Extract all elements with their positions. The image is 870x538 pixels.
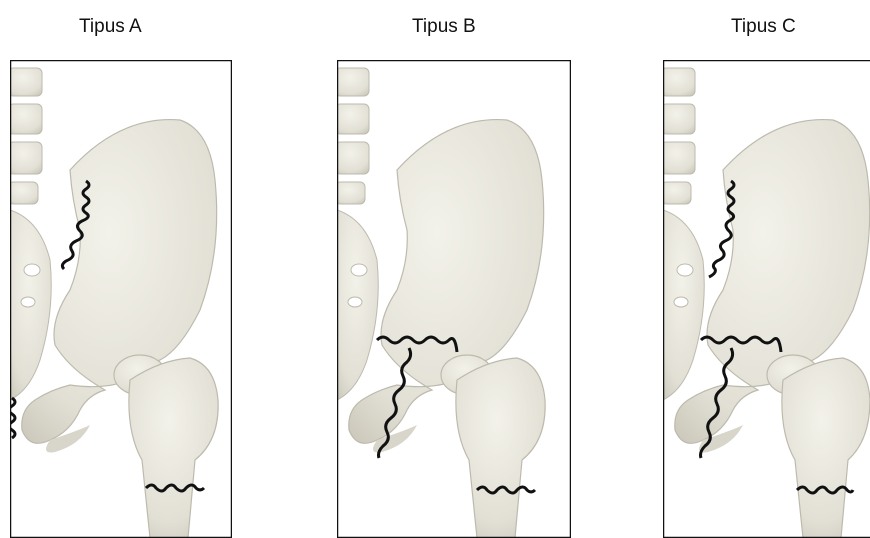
panel-tipus-b — [337, 60, 571, 538]
label-tipus-c: Tipus C — [731, 16, 796, 38]
label-tipus-a: Tipus A — [79, 16, 142, 38]
label-tipus-b: Tipus B — [412, 16, 476, 38]
hip-illustration-b — [337, 60, 571, 538]
hip-illustration-a — [10, 60, 232, 538]
hip-illustration-c — [663, 60, 870, 538]
panel-tipus-a — [10, 60, 232, 538]
panel-tipus-c — [663, 60, 870, 538]
